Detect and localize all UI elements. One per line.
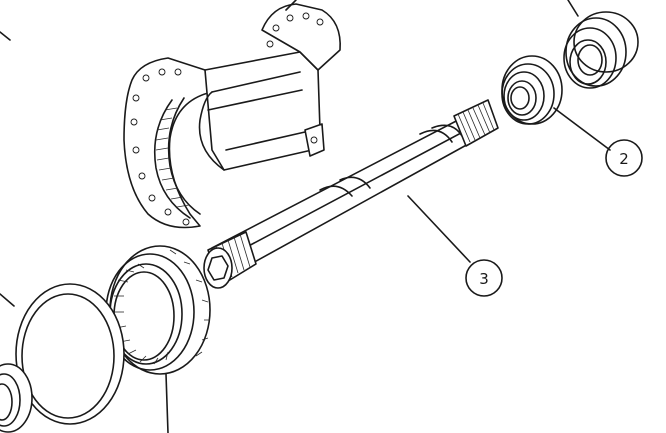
callout-2-label: 2: [619, 150, 629, 168]
axle-thread-right: [453, 99, 499, 147]
leader-fragment: [0, 31, 11, 41]
seal-ring: [0, 283, 125, 425]
end-cap-top: [563, 0, 639, 89]
end-cap-bottom: [0, 363, 33, 433]
bearing-part: [501, 55, 611, 151]
spline-teeth: [114, 263, 169, 365]
flange-holes: [130, 68, 190, 226]
callout-2: 2: [605, 139, 643, 177]
splined-ring: [105, 245, 211, 433]
hex-socket-icon: [207, 255, 229, 281]
axle-part: [203, 99, 499, 289]
callout-3-label: 3: [479, 270, 489, 288]
callout-3: 3: [465, 259, 503, 297]
bore-hatching: [155, 107, 190, 208]
ring-knurl: [169, 249, 210, 357]
hub-shell: [123, 0, 341, 229]
